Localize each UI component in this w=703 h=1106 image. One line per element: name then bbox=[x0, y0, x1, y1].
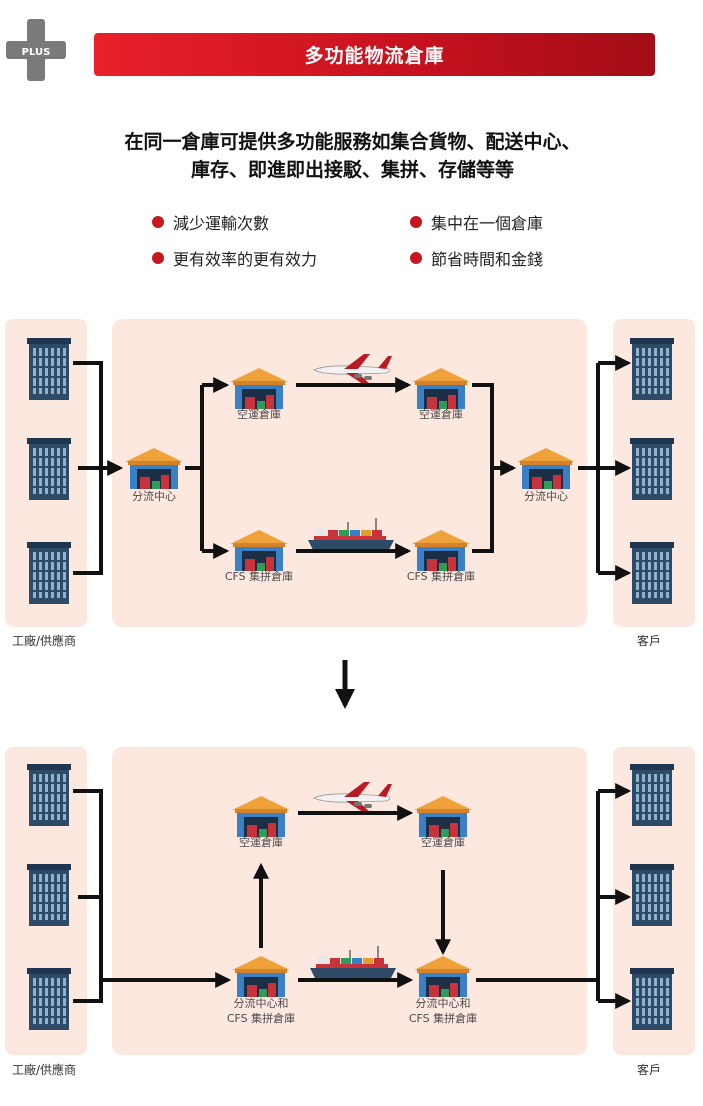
plus-badge: PLUS bbox=[6, 19, 66, 81]
bullet-dot-icon bbox=[410, 252, 422, 264]
benefit-item: 減少運輸次數 bbox=[152, 210, 269, 234]
bullet-dot-icon bbox=[152, 216, 164, 228]
warehouse-label: 空運倉庫 bbox=[239, 835, 283, 849]
customer-building-icon bbox=[630, 438, 674, 500]
bullet-dot-icon bbox=[410, 216, 422, 228]
customer-building-icon bbox=[630, 968, 674, 1030]
factory-building-icon bbox=[27, 438, 71, 500]
plus-badge-label: PLUS bbox=[22, 47, 51, 58]
bullet-dot-icon bbox=[152, 252, 164, 264]
flow-arrows bbox=[73, 783, 632, 1009]
headline-line-2: 庫存、即進即出接駁、集拼、存儲等等 bbox=[190, 159, 514, 181]
warehouse-label: 分流中心 bbox=[524, 489, 568, 503]
factory-building-icon bbox=[27, 968, 71, 1030]
page-title: 多功能物流倉庫 bbox=[94, 33, 655, 76]
benefit-text: 集中在一個倉庫 bbox=[431, 214, 544, 233]
customer-caption: 客戶 bbox=[637, 634, 662, 648]
factory-building-icon bbox=[27, 764, 71, 826]
factory-building-icon bbox=[27, 542, 71, 604]
warehouse-label: 空運倉庫 bbox=[237, 407, 281, 421]
warehouse-label: 分流中心 bbox=[132, 489, 176, 503]
customer-caption: 客戶 bbox=[637, 1063, 662, 1077]
benefit-item: 更有效率的更有效力 bbox=[152, 246, 317, 270]
benefit-text: 更有效率的更有效力 bbox=[173, 250, 318, 269]
factory-building-icon bbox=[27, 338, 71, 400]
customer-building-icon bbox=[630, 542, 674, 604]
customer-building-icon bbox=[630, 764, 674, 826]
supplier-caption: 工廠/供應商 bbox=[12, 1063, 77, 1077]
warehouse-label: CFS 集拼倉庫 bbox=[407, 569, 475, 583]
warehouse-label: CFS 集拼倉庫 bbox=[227, 1011, 295, 1025]
flow-arrows bbox=[73, 355, 632, 581]
headline-line-1: 在同一倉庫可提供多功能服務如集合貨物、配送中心、 bbox=[124, 131, 581, 153]
warehouse-label: 分流中心和 bbox=[416, 996, 471, 1010]
benefit-text: 減少運輸次數 bbox=[173, 214, 270, 233]
benefit-item: 節省時間和金錢 bbox=[410, 246, 543, 270]
benefit-item: 集中在一個倉庫 bbox=[410, 210, 543, 234]
warehouse-label: CFS 集拼倉庫 bbox=[409, 1011, 477, 1025]
warehouse-label: 分流中心和 bbox=[234, 996, 289, 1010]
process-panel bbox=[112, 319, 587, 627]
customer-building-icon bbox=[630, 864, 674, 926]
warehouse-label: 空運倉庫 bbox=[419, 407, 463, 421]
customer-building-icon bbox=[630, 338, 674, 400]
factory-building-icon bbox=[27, 864, 71, 926]
benefit-text: 節省時間和金錢 bbox=[431, 250, 544, 269]
warehouse-label: CFS 集拼倉庫 bbox=[225, 569, 293, 583]
warehouse-label: 空運倉庫 bbox=[421, 835, 465, 849]
supplier-caption: 工廠/供應商 bbox=[12, 634, 77, 648]
